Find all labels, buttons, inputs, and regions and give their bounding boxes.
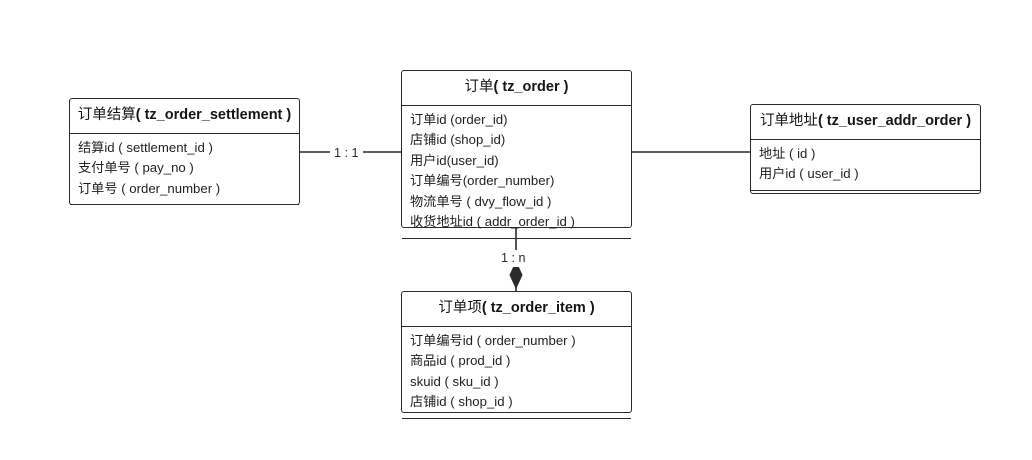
entity-title-cn: 订单结算 bbox=[77, 107, 136, 123]
entity-box-order[interactable]: 订单( tz_order ) 订单id (order_id) 店铺id (sho… bbox=[401, 70, 632, 239]
entity-header-user-addr-order: 订单地址( tz_user_addr_order ) bbox=[751, 105, 980, 141]
entity-header-order-settlement: 订单结算( tz_order_settlement ) bbox=[70, 99, 299, 135]
attribute-row: 收货地址id ( addr_order_id ) bbox=[410, 214, 575, 230]
entity-box-order-settlement[interactable]: 订单结算( tz_order_settlement ) 结算id ( settl… bbox=[69, 98, 300, 206]
entity-title-table: ( tz_order ) bbox=[493, 79, 569, 95]
attribute-row: 用户id ( user_id ) bbox=[759, 166, 859, 182]
attribute-row: skuid ( sku_id ) bbox=[410, 373, 499, 389]
attribute-row: 用户id(user_id) bbox=[410, 152, 499, 168]
attribute-row: 订单编号id ( order_number ) bbox=[410, 333, 576, 349]
attribute-row: 支付单号 ( pay_no ) bbox=[78, 160, 194, 176]
entity-title-table: ( tz_order_item ) bbox=[481, 300, 595, 316]
attribute-row: 地址 ( id ) bbox=[759, 146, 816, 162]
entity-header-order-item: 订单项( tz_order_item ) bbox=[402, 292, 631, 328]
attribute-row: 店铺id (shop_id) bbox=[410, 132, 506, 148]
entity-box-user-addr-order[interactable]: 订单地址( tz_user_addr_order ) 地址 ( id ) 用户i… bbox=[750, 104, 981, 194]
entity-title-cn: 订单项 bbox=[438, 300, 482, 316]
entity-attributes-user-addr-order: 地址 ( id ) 用户id ( user_id ) bbox=[751, 140, 980, 191]
entity-title-table: ( tz_user_addr_order ) bbox=[817, 113, 972, 129]
entity-attributes-order: 订单id (order_id) 店铺id (shop_id) 用户id(user… bbox=[402, 106, 631, 239]
entity-header-order: 订单( tz_order ) bbox=[402, 71, 631, 107]
attribute-row: 商品id ( prod_id ) bbox=[410, 353, 511, 369]
attribute-row: 订单编号(order_number) bbox=[410, 173, 555, 189]
attribute-row: 订单号 ( order_number ) bbox=[78, 180, 221, 196]
entity-attributes-order-item: 订单编号id ( order_number ) 商品id ( prod_id )… bbox=[402, 327, 631, 419]
cardinality-label-settlement-order: 1 : 1 bbox=[330, 145, 363, 162]
entity-title-cn: 订单地址 bbox=[759, 113, 818, 129]
attribute-row: 店铺id ( shop_id ) bbox=[410, 394, 513, 410]
attribute-row: 物流单号 ( dvy_flow_id ) bbox=[410, 193, 552, 209]
entity-attributes-order-settlement: 结算id ( settlement_id ) 支付单号 ( pay_no ) 订… bbox=[70, 134, 299, 206]
entity-title-cn: 订单 bbox=[464, 79, 494, 95]
attribute-row: 订单id (order_id) bbox=[410, 112, 508, 128]
attribute-row: 结算id ( settlement_id ) bbox=[78, 140, 213, 156]
cardinality-label-order-orderitem: 1 : n bbox=[497, 250, 530, 267]
entity-title-table: ( tz_order_settlement ) bbox=[135, 107, 292, 123]
entity-box-order-item[interactable]: 订单项( tz_order_item ) 订单编号id ( order_numb… bbox=[401, 291, 632, 419]
